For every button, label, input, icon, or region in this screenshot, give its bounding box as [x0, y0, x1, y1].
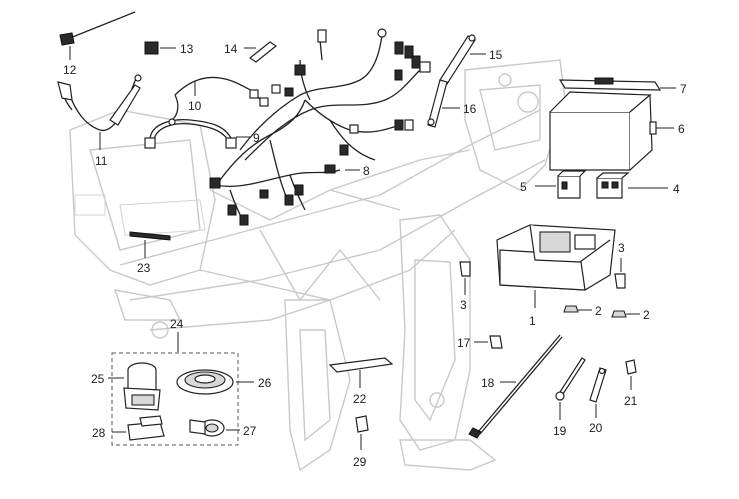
clip-29: 29 [353, 415, 369, 469]
callout-5: 5 [520, 180, 527, 194]
cable-9: 9 [144, 119, 260, 149]
bracket-20: 20 [589, 367, 607, 435]
callout-19: 19 [553, 424, 567, 438]
clip-13: 13 [144, 41, 194, 56]
fuel-cap-26: 26 [176, 369, 272, 395]
wire-11: 11 [57, 74, 142, 168]
clip-21: 21 [624, 359, 638, 408]
clip-3-left: 3 [459, 261, 471, 312]
screw-2-right: 2 [611, 308, 650, 322]
callout-7: 7 [680, 82, 687, 96]
wiring-harness-8: 8 [209, 28, 431, 226]
callout-21: 21 [624, 394, 638, 408]
callout-23: 23 [137, 261, 151, 275]
callout-8: 8 [363, 164, 370, 178]
callout-3b: 3 [618, 241, 625, 255]
callout-24: 24 [170, 317, 184, 331]
callout-29: 29 [353, 455, 367, 469]
callout-26: 26 [258, 376, 272, 390]
cable-tie-18: 18 [468, 334, 563, 439]
plate-22: 22 [328, 357, 394, 406]
callout-25: 25 [91, 372, 105, 386]
callout-16: 16 [463, 102, 477, 116]
callout-10: 10 [188, 99, 202, 113]
callout-28: 28 [92, 426, 106, 440]
battery-strap-7: 7 [558, 77, 687, 96]
bolt-19: 19 [553, 357, 586, 438]
callout-18: 18 [481, 376, 495, 390]
callout-27: 27 [243, 424, 257, 438]
seat-lock-27: 27 [189, 419, 257, 438]
callout-15: 15 [489, 48, 503, 62]
cable-tie-12: 12 [59, 11, 136, 77]
lock-set-24: 24 [111, 317, 239, 446]
screw-2-left: 2 [563, 304, 602, 318]
clip-17: 17 [457, 335, 503, 350]
callout-2a: 2 [595, 304, 602, 318]
callout-17: 17 [457, 336, 471, 350]
ignition-switch-25: 25 [91, 362, 161, 411]
battery-6: 6 [549, 91, 685, 171]
callout-9: 9 [253, 131, 260, 145]
battery-tray: 1 [496, 224, 616, 328]
callout-4: 4 [673, 182, 680, 196]
callout-3a: 3 [460, 298, 467, 312]
rod-23: 23 [129, 231, 171, 275]
clip-3-right: 3 [614, 241, 626, 289]
bracket-15: 15 [439, 34, 503, 85]
bracket-14: 14 [224, 41, 278, 63]
callout-20: 20 [589, 421, 603, 435]
callout-1: 1 [529, 314, 536, 328]
bracket-16: 16 [427, 79, 477, 128]
lock-bracket-28: 28 [92, 415, 165, 441]
callout-11: 11 [95, 154, 108, 168]
callout-14: 14 [224, 42, 238, 56]
callout-2b: 2 [643, 308, 650, 322]
callout-22: 22 [353, 392, 367, 406]
callout-6: 6 [678, 122, 685, 136]
callout-12: 12 [63, 63, 77, 77]
wire-10: 10 [168, 76, 269, 126]
motorcycle-frame [69, 59, 566, 472]
relay-5: 5 [520, 170, 587, 199]
relay-4: 4 [596, 172, 680, 199]
callout-13: 13 [180, 42, 194, 56]
